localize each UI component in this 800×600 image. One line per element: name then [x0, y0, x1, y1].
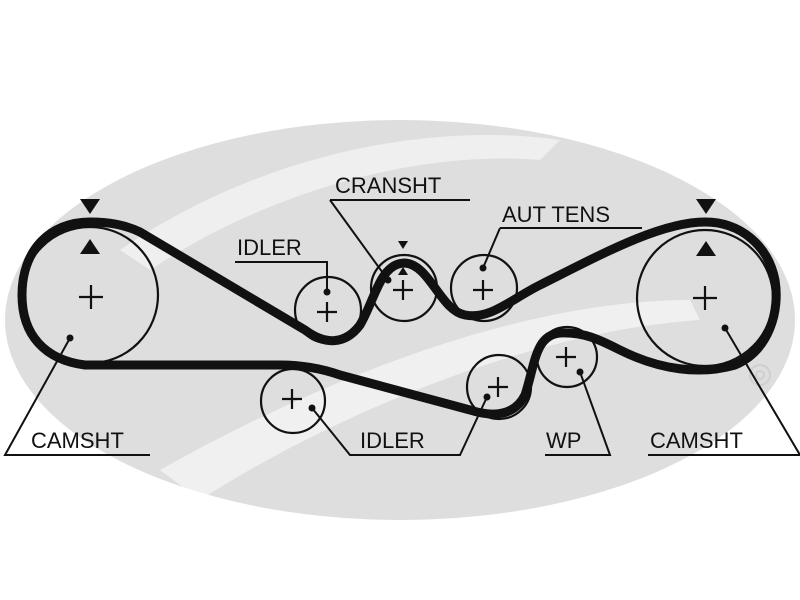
- leader-dot: [384, 276, 392, 284]
- leader-dot: [308, 404, 316, 412]
- timing-mark-up-icon: [398, 267, 408, 275]
- leader-dot: [721, 324, 729, 332]
- leader-dot: [576, 368, 584, 376]
- cross-icon: [693, 286, 717, 310]
- leader-dot: [323, 288, 331, 296]
- timing-mark-down-icon: [80, 199, 100, 214]
- pulley-centres: [79, 280, 717, 409]
- leader-dot: [66, 334, 74, 342]
- leader-idler-bottom: [311, 396, 488, 456]
- label-camsht-right: CAMSHT: [650, 428, 743, 453]
- cross-icon: [393, 280, 413, 300]
- label-cranksht: CRANSHT: [335, 173, 441, 198]
- pulley-auto-tensioner: [449, 253, 519, 323]
- leader-camsht-left: [3, 337, 150, 456]
- label-idler-top: IDLER: [237, 235, 302, 260]
- timing-belt: [17, 217, 781, 419]
- label-camsht-left: CAMSHT: [31, 428, 124, 453]
- watermark-swoosh-2: [120, 134, 560, 270]
- cross-icon: [556, 347, 576, 367]
- leader-camsht-right: [648, 327, 800, 456]
- cross-icon: [282, 389, 302, 409]
- leader-idler-top: [235, 261, 328, 292]
- cross-icon: [79, 285, 103, 309]
- registered-mark-icon: [749, 364, 771, 386]
- leader-aut-tens: [482, 227, 642, 269]
- leader-cranksht: [329, 199, 470, 281]
- cross-icon: [473, 280, 493, 300]
- timing-mark-up-icon: [696, 241, 716, 256]
- leader-wp: [545, 371, 612, 456]
- timing-mark-up-icon: [80, 239, 100, 254]
- watermark-swoosh: [160, 300, 700, 500]
- label-wp: WP: [546, 428, 581, 453]
- timing-mark-down-icon: [696, 199, 716, 214]
- leader-dot: [483, 393, 491, 401]
- registered-mark-inner: [755, 370, 765, 380]
- label-aut-tens: AUT TENS: [502, 202, 610, 227]
- cross-icon: [488, 377, 508, 397]
- label-idler-bottom: IDLER: [360, 428, 425, 453]
- timing-mark-down-icon: [398, 241, 408, 249]
- leader-dot: [479, 264, 487, 272]
- cross-icon: [317, 302, 337, 322]
